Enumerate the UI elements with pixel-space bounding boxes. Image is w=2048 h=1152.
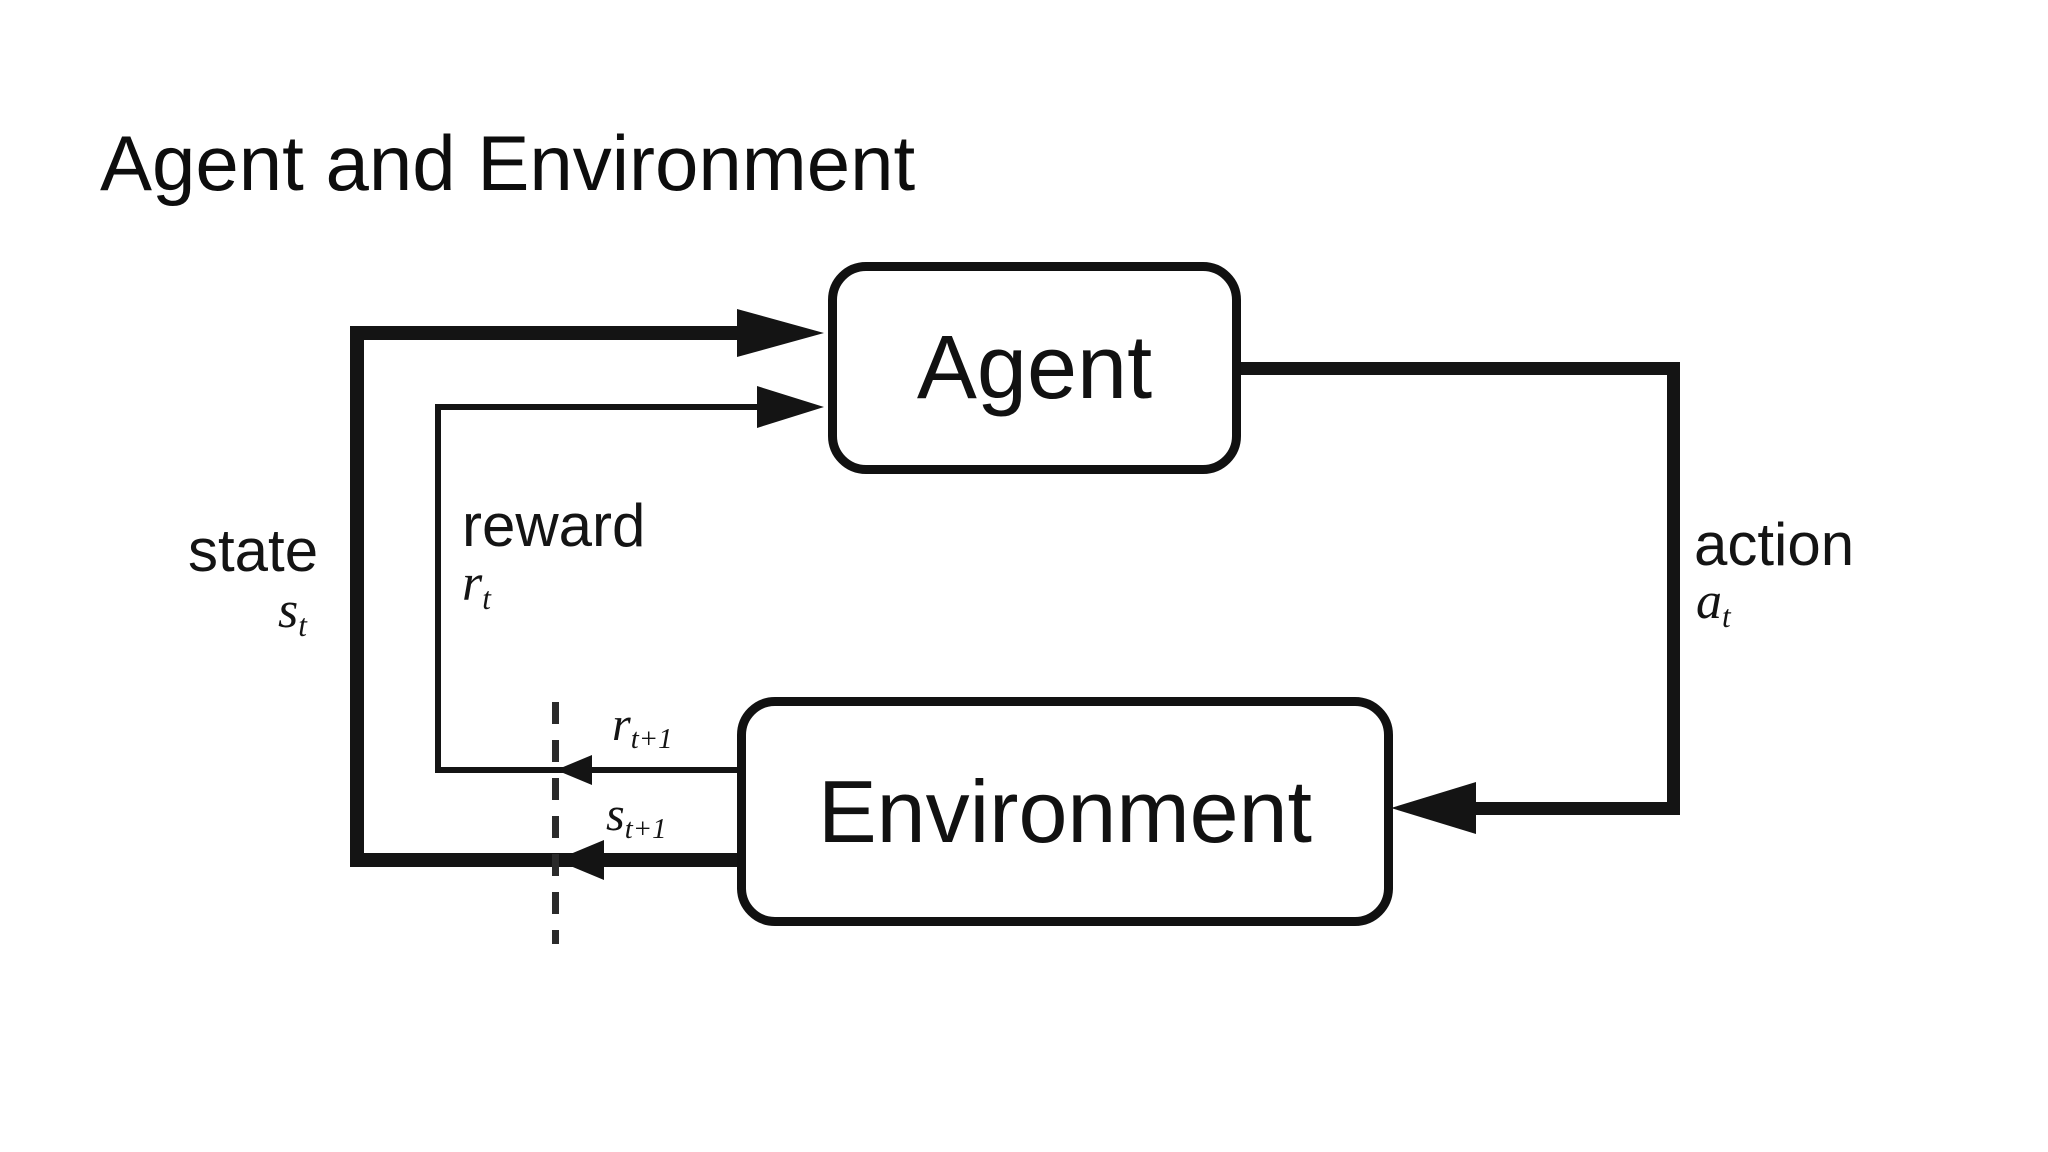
next-state-symbol: st+1 bbox=[606, 788, 667, 844]
state-label: state bbox=[188, 517, 319, 584]
page-title: Agent and Environment bbox=[100, 119, 916, 207]
environment-box: Environment bbox=[737, 697, 1393, 926]
environment-label: Environment bbox=[817, 761, 1312, 861]
next-reward-symbol-var: r bbox=[612, 698, 631, 751]
reward-line-top bbox=[435, 404, 765, 410]
reward-symbol: rt bbox=[462, 555, 491, 614]
reward-symbol-var: r bbox=[462, 555, 483, 612]
next-reward-symbol-subscript: t+1 bbox=[630, 723, 673, 756]
state-line-vertical bbox=[350, 326, 364, 867]
next-state-symbol-subscript: t+1 bbox=[624, 813, 667, 846]
state-arrowhead-at-boundary bbox=[556, 840, 604, 880]
action-line-vertical bbox=[1667, 362, 1680, 815]
action-label: action bbox=[1694, 511, 1855, 578]
next-state-symbol-var: s bbox=[606, 788, 625, 841]
state-symbol: st bbox=[278, 582, 307, 641]
next-reward-symbol: rt+1 bbox=[612, 698, 673, 754]
reward-arrowhead-into-agent bbox=[757, 386, 824, 428]
action-symbol-subscript: t bbox=[1722, 598, 1731, 634]
state-symbol-subscript: t bbox=[298, 607, 307, 643]
action-line-top bbox=[1238, 362, 1680, 375]
reward-line-vertical bbox=[435, 404, 441, 773]
state-line-top bbox=[350, 326, 745, 340]
action-line-bottom bbox=[1476, 802, 1680, 815]
state-line-bottom bbox=[350, 853, 737, 867]
time-step-boundary-dashed-line bbox=[552, 702, 559, 944]
reward-arrowhead-at-boundary bbox=[556, 755, 592, 785]
action-symbol-var: a bbox=[1696, 573, 1722, 630]
state-symbol-var: s bbox=[278, 582, 299, 639]
action-arrowhead-into-environment bbox=[1391, 782, 1476, 834]
agent-box: Agent bbox=[828, 262, 1241, 474]
reward-symbol-subscript: t bbox=[482, 580, 491, 616]
agent-label: Agent bbox=[916, 317, 1153, 418]
state-arrowhead-into-agent bbox=[737, 309, 824, 357]
action-symbol: at bbox=[1696, 573, 1731, 632]
reward-label: reward bbox=[462, 492, 646, 559]
